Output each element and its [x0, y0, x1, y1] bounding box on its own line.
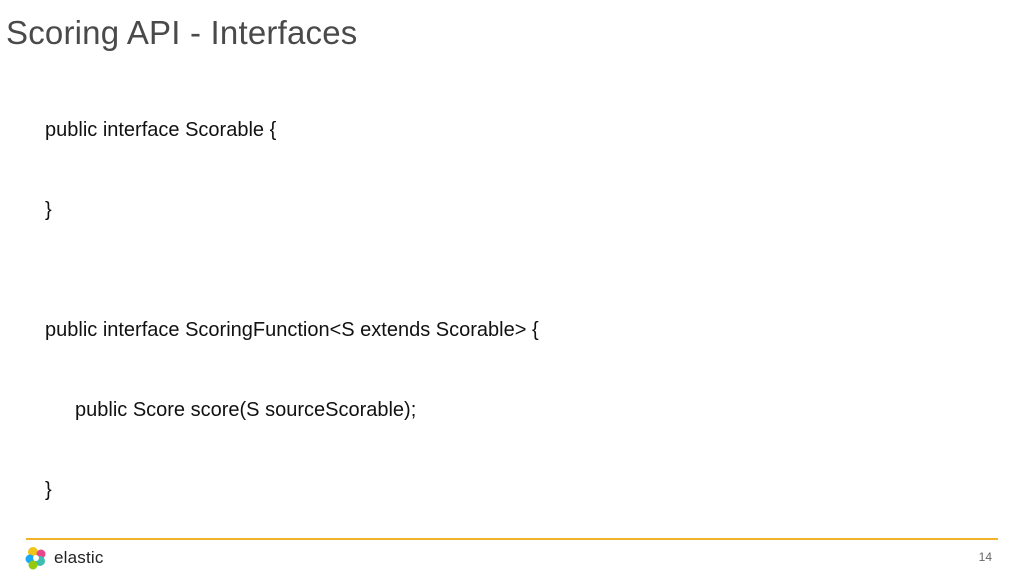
brand-logo: elastic	[24, 545, 104, 571]
code-line: public interface ScoringFunction<S exten…	[45, 319, 539, 341]
footer-divider	[26, 538, 998, 540]
code-line: }	[45, 199, 52, 221]
code-line: public interface Scorable {	[45, 119, 277, 141]
slide-title: Scoring API - Interfaces	[6, 14, 358, 51]
code-line: }	[45, 479, 52, 501]
brand-name: elastic	[54, 548, 104, 567]
elastic-logo-icon	[25, 547, 46, 570]
page-number: 14	[978, 550, 992, 564]
code-line: public Score score(S sourceScorable);	[75, 399, 417, 421]
